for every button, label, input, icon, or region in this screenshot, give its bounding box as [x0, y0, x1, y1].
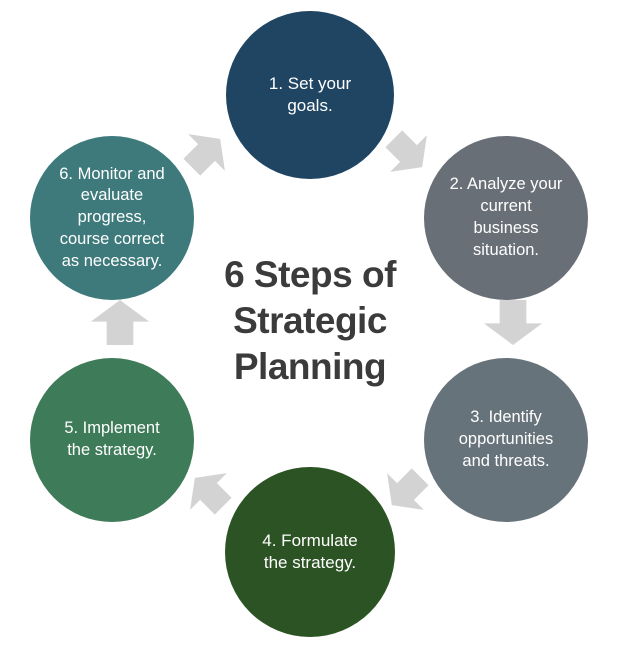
diagram-title: 6 Steps of Strategic Planning: [190, 252, 430, 390]
step-label-3: 3. Identify opportunities and threats.: [458, 408, 554, 470]
title-line-2: Strategic: [233, 299, 387, 341]
arrow-step1-to-step2-icon: [374, 119, 442, 187]
title-line-3: Planning: [233, 345, 387, 387]
step-label-6: 6. Monitor and evaluate progress, course…: [59, 164, 165, 270]
arrow-step4-to-step5-icon: [175, 458, 243, 526]
title-line-1: 6 Steps of: [224, 254, 396, 295]
step-circle-4-formulate-strategy: 4. Formulate the strategy.: [225, 467, 395, 637]
step-circle-6-monitor-evaluate: 6. Monitor and evaluate progress, course…: [30, 136, 194, 300]
step-circle-2-analyze-situation: 2. Analyze your current business situati…: [424, 136, 588, 300]
arrow-step3-to-step4-icon: [372, 457, 440, 525]
step-label-5: 5. Implement the strategy.: [64, 419, 160, 459]
arrow-step5-to-step6-icon: [87, 300, 153, 345]
arrow-step6-to-step1-icon: [172, 119, 240, 187]
step-label-1: 1. Set your goals.: [268, 73, 352, 115]
step-circle-1-set-goals: 1. Set your goals.: [226, 11, 394, 179]
step-label-2: 2. Analyze your current business situati…: [449, 175, 563, 259]
step-circle-5-implement-strategy: 5. Implement the strategy.: [30, 358, 194, 522]
step-circle-3-identify-opportunities: 3. Identify opportunities and threats.: [424, 358, 588, 522]
step-label-4: 4. Formulate the strategy.: [262, 530, 358, 572]
arrow-step2-to-step3-icon: [480, 300, 546, 345]
